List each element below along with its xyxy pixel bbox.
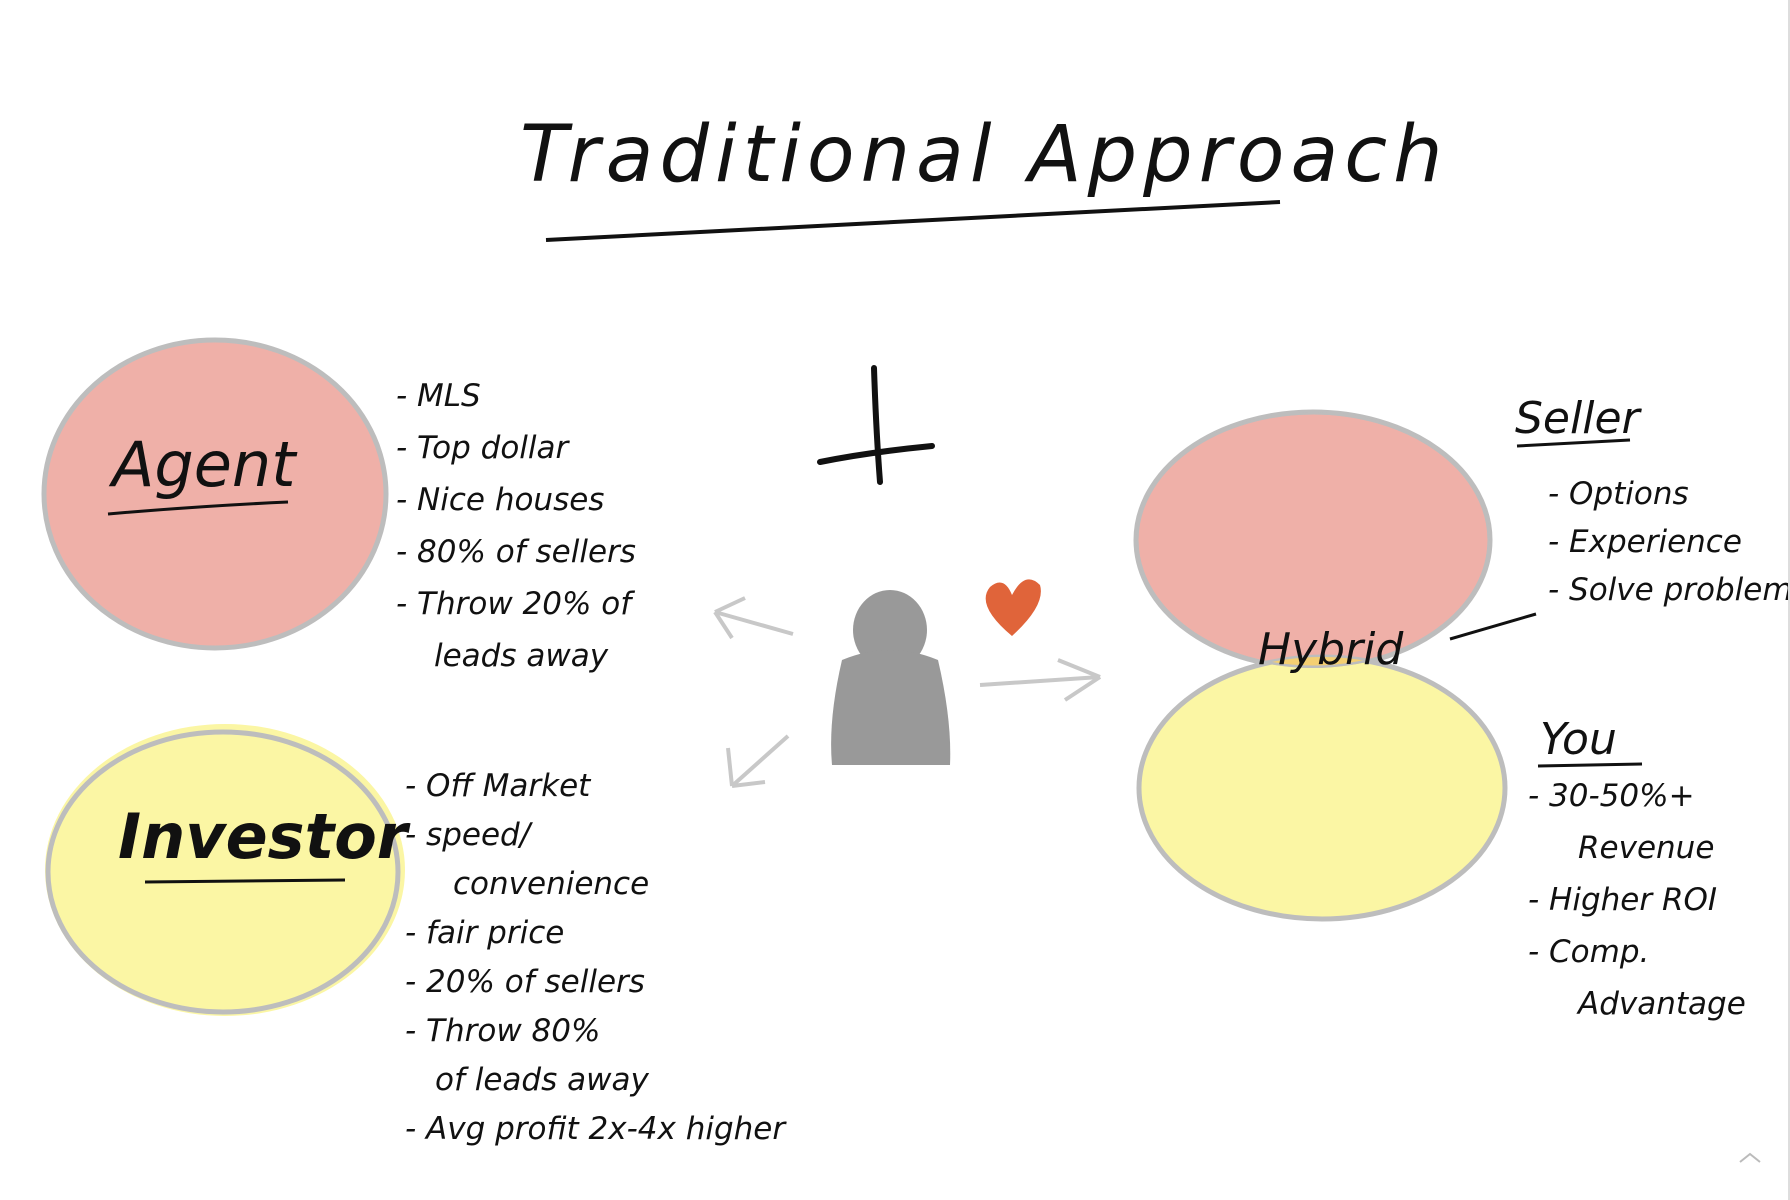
page-title: Traditional Approach (520, 110, 1449, 200)
you-circle (1136, 654, 1508, 922)
investor-point: - Avg profit 2x-4x higher (405, 1111, 786, 1147)
you-heading: You (1540, 714, 1617, 765)
seller-underline (1516, 438, 1631, 448)
investor-points: - Off Market - speed/ convenience - fair… (405, 762, 785, 1154)
agent-point: - Throw 20% of (396, 586, 632, 622)
investor-circle (45, 724, 405, 1016)
heart-icon (985, 579, 1041, 636)
you-point: Advantage (1578, 986, 1746, 1022)
investor-point: - Off Market (405, 768, 591, 804)
investor-circle-outline (45, 729, 401, 1015)
investor-point: of leads away (435, 1062, 649, 1098)
seller-point: - Experience (1548, 524, 1742, 560)
investor-underline (144, 878, 346, 884)
agent-underline (107, 500, 289, 516)
agent-point: leads away (434, 638, 609, 674)
seller-heading: Seller (1515, 393, 1640, 444)
person-silhouette-icon (831, 590, 951, 765)
hybrid-label: Hybrid (1258, 624, 1404, 675)
agent-circle (41, 337, 389, 651)
investor-point: - fair price (405, 915, 565, 951)
plus-icon (817, 365, 935, 485)
agent-point: - MLS (396, 378, 481, 414)
arrow-to-investor (726, 734, 790, 788)
investor-point: - 20% of sellers (405, 964, 645, 1000)
you-point: Revenue (1578, 830, 1715, 866)
scrollbar[interactable] (1788, 0, 1790, 1200)
you-points: - 30-50%+ Revenue - Higher ROI - Comp. A… (1528, 770, 1746, 1030)
you-point: - Higher ROI (1528, 882, 1718, 918)
seller-point: - Solve problem (1548, 572, 1790, 608)
seller-points: - Options - Experience - Solve problem (1548, 470, 1790, 614)
investor-point: convenience (453, 866, 650, 902)
hybrid-pointer-line (1449, 612, 1537, 641)
agent-label: Agent (112, 428, 296, 501)
you-point: - 30-50%+ (1528, 778, 1695, 814)
you-underline (1537, 762, 1643, 768)
agent-point: - 80% of sellers (396, 534, 636, 570)
seller-point: - Options (1548, 476, 1689, 512)
chevron-up-icon[interactable] (1738, 1150, 1762, 1166)
arrow-to-hybrid (979, 658, 1102, 702)
agent-point: - Nice houses (396, 482, 605, 518)
title-underline (545, 200, 1281, 242)
you-point: - Comp. (1528, 934, 1650, 970)
arrow-to-agent (713, 596, 794, 640)
investor-label: Investor (118, 800, 408, 873)
agent-points: - MLS - Top dollar - Nice houses - 80% o… (396, 370, 636, 682)
agent-point: - Top dollar (396, 430, 569, 466)
investor-point: - Throw 80% (405, 1013, 601, 1049)
investor-point: - speed/ (405, 817, 531, 853)
